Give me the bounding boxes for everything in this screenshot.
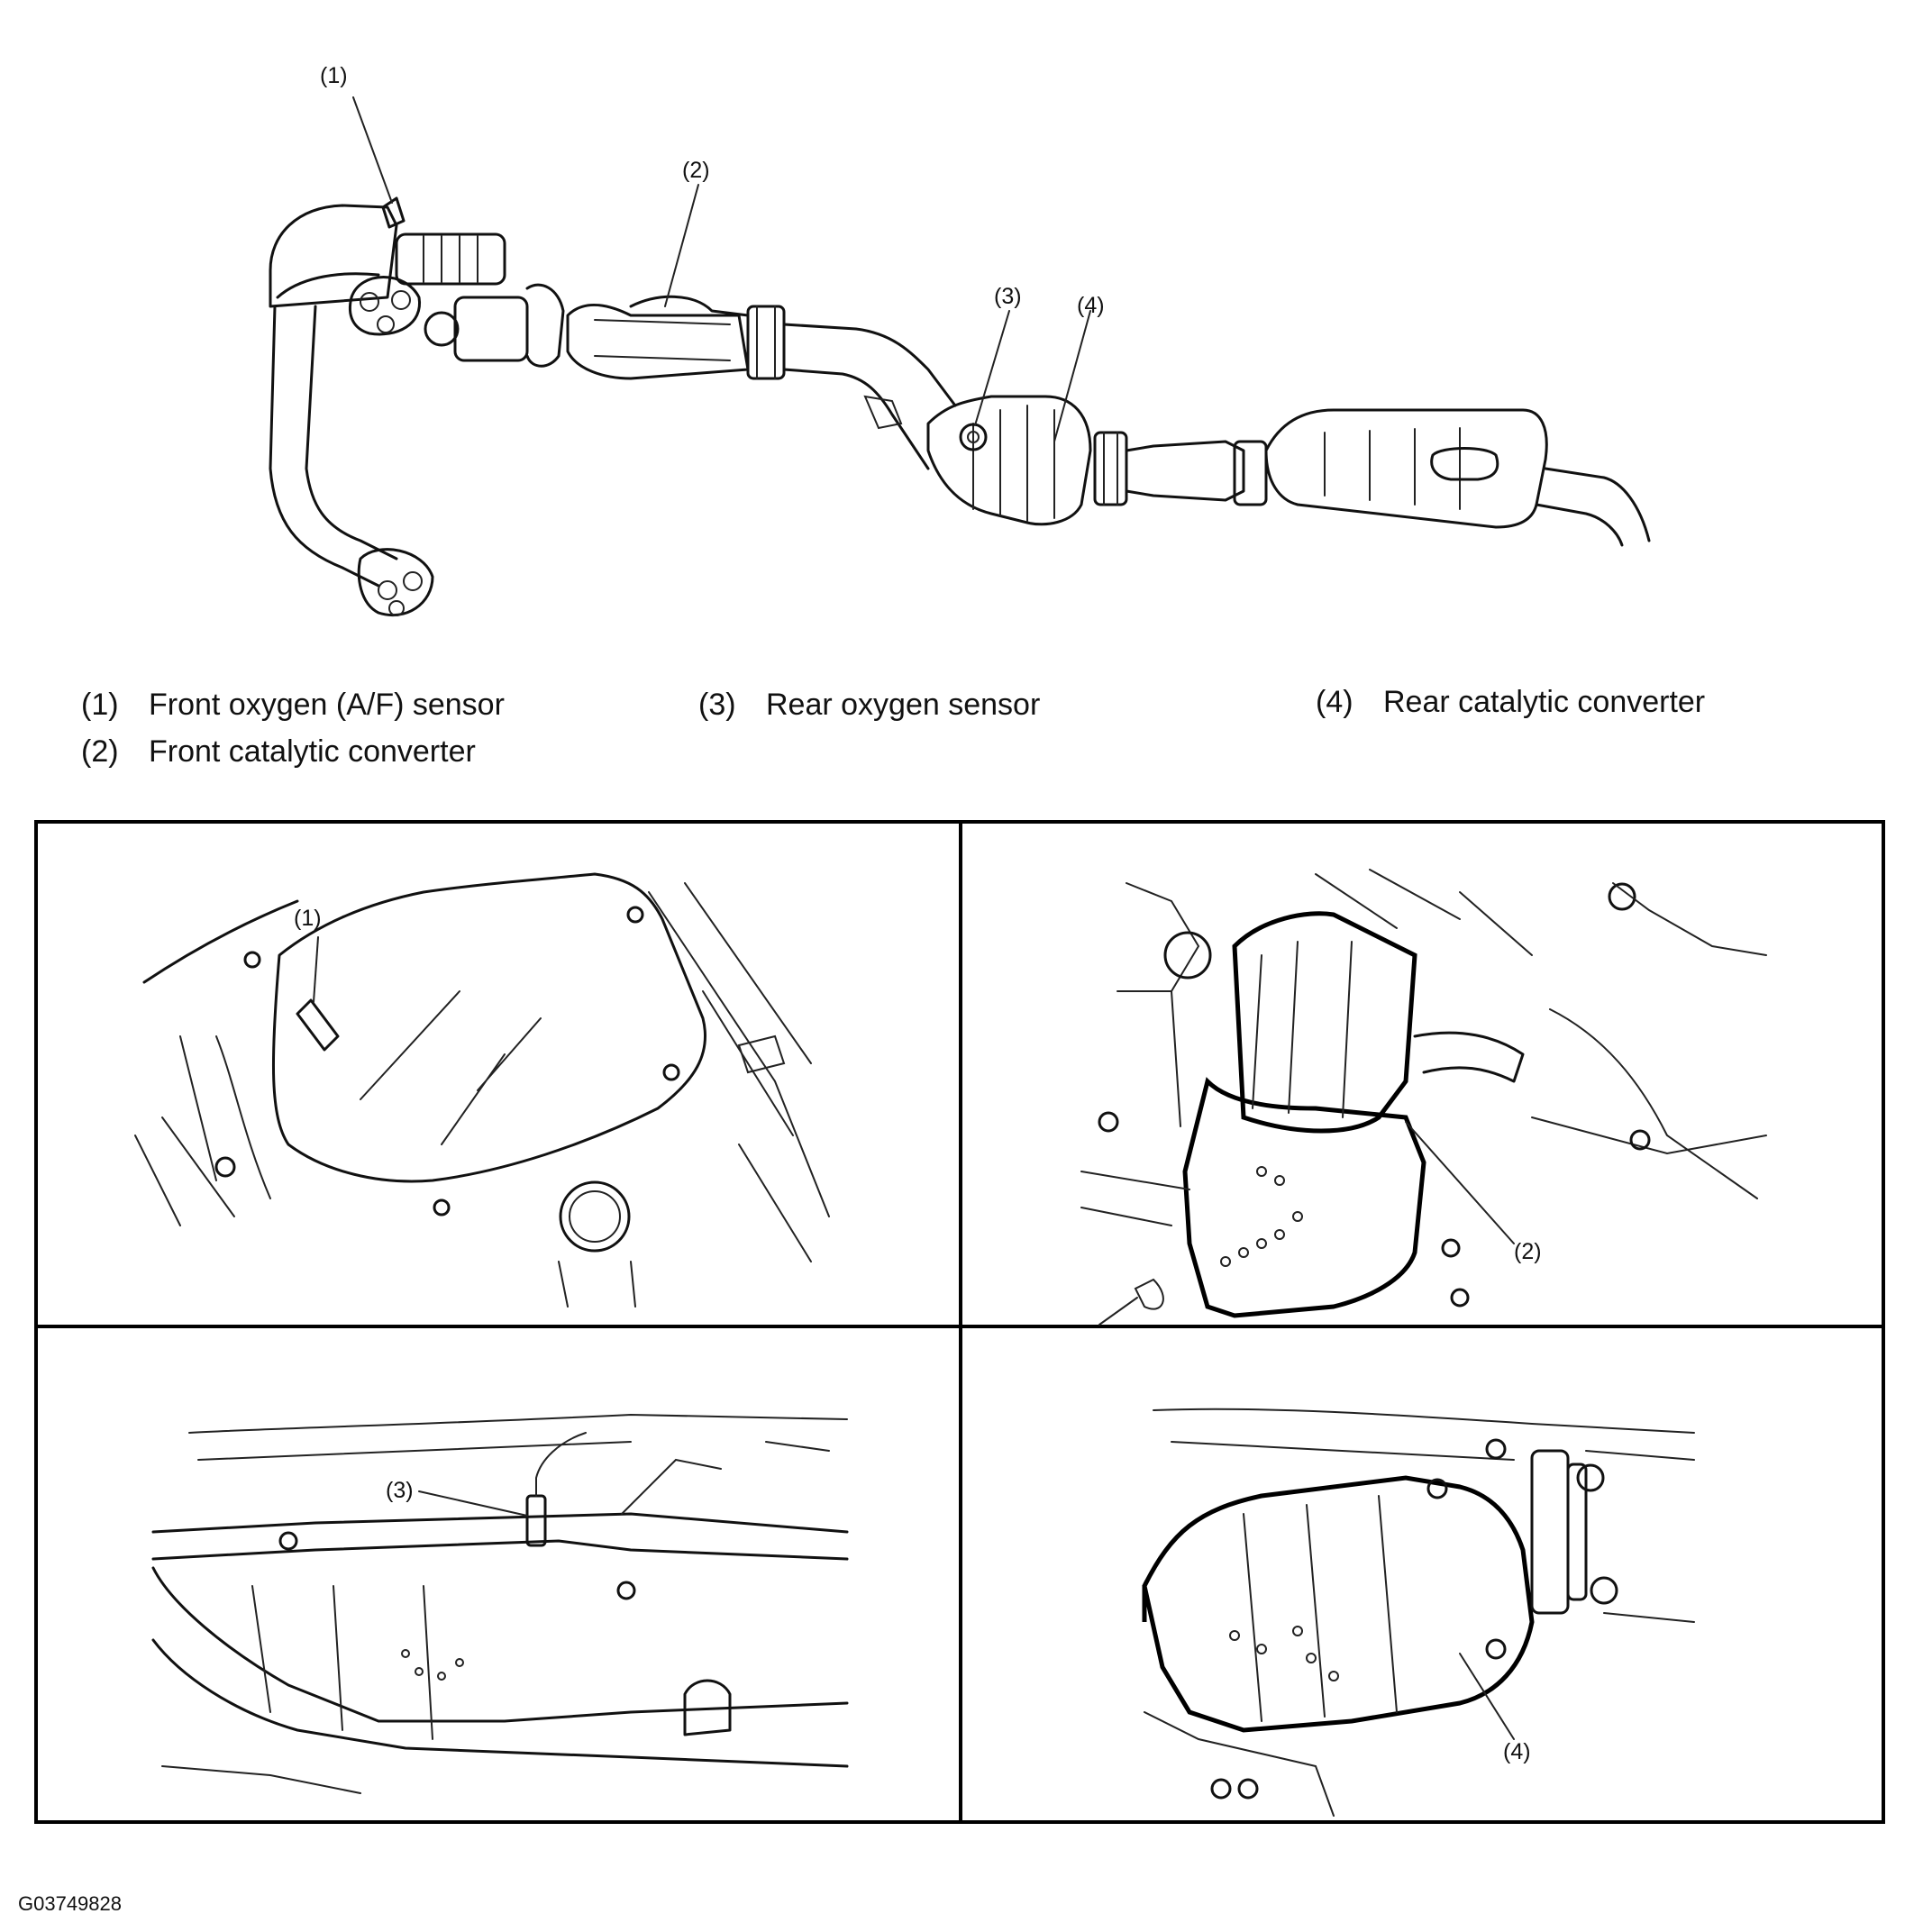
legend-item-2: (2) Front catalytic converter bbox=[81, 734, 476, 770]
legend-num: (3) bbox=[698, 688, 736, 722]
legend-item-4: (4) Rear catalytic converter bbox=[1316, 685, 1705, 720]
legend-label: Rear catalytic converter bbox=[1383, 685, 1706, 719]
figure-code: G03749828 bbox=[18, 1892, 122, 1915]
legend-label: Front catalytic converter bbox=[149, 734, 476, 769]
overview-callout-2: (2) bbox=[682, 158, 710, 183]
overview-callout-4: (4) bbox=[1077, 293, 1105, 318]
legend-item-3: (3) Rear oxygen sensor bbox=[698, 688, 1040, 723]
panel-callout-3: (3) bbox=[386, 1478, 414, 1503]
panel-top-right-drawing bbox=[1080, 869, 1767, 1326]
legend-num: (2) bbox=[81, 734, 119, 769]
legend-num: (4) bbox=[1316, 685, 1353, 719]
legend-num: (1) bbox=[81, 688, 119, 722]
panel-bottom-left-drawing bbox=[151, 1413, 849, 1794]
overview-callout-1: (1) bbox=[320, 63, 348, 88]
overview-callout-3: (3) bbox=[994, 284, 1022, 309]
legend-item-1: (1) Front oxygen (A/F) sensor bbox=[81, 688, 505, 723]
legend-label: Front oxygen (A/F) sensor bbox=[149, 688, 505, 722]
panel-callout-2: (2) bbox=[1514, 1239, 1542, 1264]
panel-callout-4: (4) bbox=[1503, 1739, 1531, 1764]
panel-top-left-drawing bbox=[134, 872, 830, 1308]
panel-bottom-right-drawing bbox=[1142, 1408, 1695, 1817]
legend-label: Rear oxygen sensor bbox=[766, 688, 1041, 722]
panel-callout-1: (1) bbox=[294, 906, 322, 931]
exhaust-overview-drawing bbox=[269, 96, 1651, 617]
